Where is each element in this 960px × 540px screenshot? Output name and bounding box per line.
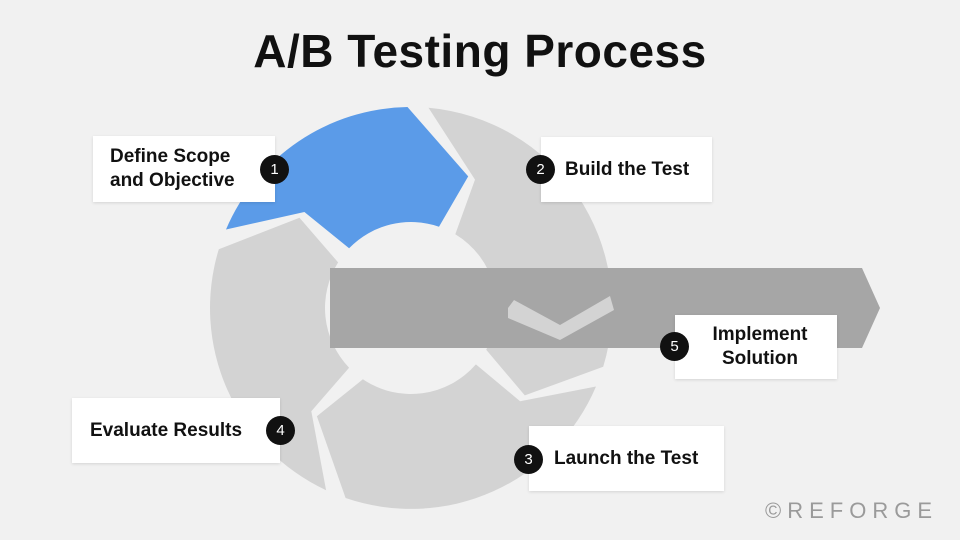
cycle-segment-3 [316, 364, 596, 509]
step-2-label: Build the Test [565, 158, 690, 180]
step-2-number-badge: 2 [526, 155, 555, 184]
step-3-label-box: Launch the Test [529, 426, 724, 491]
step-4-label-box: Evaluate Results [72, 398, 280, 463]
step-1-label-box: Define Scope and Objective [93, 136, 275, 202]
step-3-number-badge: 3 [514, 445, 543, 474]
page-title: A/B Testing Process [253, 25, 707, 77]
step-5-number-badge: 5 [660, 332, 689, 361]
cycle-segment-1 [226, 107, 469, 249]
step-3-label: Launch the Test [554, 447, 699, 469]
step-4-label: Evaluate Results [90, 419, 243, 441]
reforge-logo: ©REFORGE [765, 498, 938, 523]
step-5-label: Implement Solution [712, 324, 808, 369]
step-5-label-box: Implement Solution [675, 315, 837, 379]
step-1-label: Define Scope and Objective [110, 146, 235, 191]
step-4-number-badge: 4 [266, 416, 295, 445]
cycle-segment-4 [210, 217, 350, 491]
step-2-label-box: Build the Test [541, 137, 712, 202]
arrow-notch [508, 296, 614, 340]
step-1-number-badge: 1 [260, 155, 289, 184]
